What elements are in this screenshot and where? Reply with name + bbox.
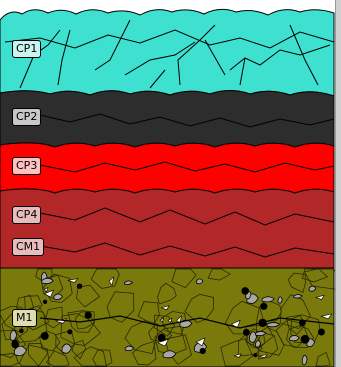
scrollbar[interactable]: [335, 0, 341, 367]
m1-inclusion-white: [108, 276, 115, 286]
m1-grain: [124, 320, 158, 355]
layer-label-cp4: CP4: [12, 206, 42, 224]
layer-label-cp2: CP2: [12, 108, 42, 126]
m1-inclusion-grey: [61, 343, 72, 354]
m1-dot: [300, 334, 310, 344]
m1-dot: [241, 287, 249, 295]
m1-inclusion-grey: [261, 296, 275, 303]
cp1-crack-lines: [4, 19, 335, 89]
m1-grain: [207, 268, 232, 281]
m1-grain: [259, 299, 282, 322]
m1-dot: [40, 332, 49, 340]
m1-grain: [301, 268, 329, 283]
m1-inclusion-white: [159, 317, 165, 323]
m1-inclusion-white: [258, 354, 269, 358]
m1-grain: [157, 282, 177, 305]
m1-inclusion-white: [43, 286, 49, 293]
cp3-seam-line: [39, 161, 335, 173]
m1-inclusion-grey: [266, 322, 281, 328]
m1-grain: [315, 351, 331, 367]
m1-dot: [67, 329, 73, 335]
m1-grain: [39, 330, 61, 352]
m1-grain: [171, 268, 197, 289]
m1-inclusion-white: [315, 294, 325, 300]
m1-inclusion-white: [233, 353, 242, 358]
m1-inclusion-white: [320, 313, 333, 320]
m1-grain-texture: [0, 268, 340, 367]
m1-inclusion-grey: [301, 354, 308, 366]
cp4-seam-line: [39, 207, 335, 226]
m1-inclusion-grey: [41, 277, 54, 285]
m1-inclusion-grey: [196, 278, 204, 285]
m1-inclusion-white: [67, 278, 79, 283]
m1-inclusion-white: [167, 317, 173, 323]
m1-grain: [28, 343, 49, 367]
m1-dot: [84, 311, 92, 319]
m1-grain: [43, 273, 73, 304]
m1-inclusion-white: [160, 305, 170, 311]
m1-dot: [76, 283, 83, 289]
m1-grain: [164, 334, 192, 365]
m1-inclusion-grey: [249, 331, 258, 343]
m1-dot: [243, 328, 250, 336]
m1-inclusion-grey: [255, 340, 262, 348]
m1-grain: [12, 307, 48, 343]
m1-inclusion-grey: [289, 335, 300, 342]
m1-dot: [157, 333, 166, 342]
m1-grain: [90, 268, 120, 289]
m1-grain: [76, 284, 101, 308]
m1-grain: [220, 338, 254, 367]
layer-label-cp1: CP1: [12, 40, 42, 58]
layer-band-cp3: [0, 142, 335, 194]
m1-inclusion-grey: [162, 350, 177, 359]
layer-band-cp4-cm1: [0, 188, 335, 269]
m1-inclusion-grey: [308, 285, 317, 292]
m1-seam-line: [39, 315, 335, 329]
m1-inclusion-grey: [124, 345, 135, 352]
m1-grain: [285, 314, 305, 335]
layer-band-cp1: [0, 8, 335, 97]
m1-dot: [253, 352, 258, 358]
m1-inclusion-grey: [9, 330, 18, 341]
cm1-seam-line: [39, 242, 335, 258]
m1-dot: [42, 299, 48, 304]
m1-dot: [317, 328, 325, 336]
layer-label-cp3: CP3: [12, 157, 42, 175]
m1-dot: [19, 328, 24, 334]
m1-inclusion-grey: [53, 293, 63, 300]
m1-grain: [286, 325, 315, 348]
m1-dot: [260, 302, 268, 310]
m1-grain: [153, 314, 176, 337]
m1-grain: [73, 346, 107, 367]
m1-dot: [11, 340, 19, 349]
layer-label-cm1: CM1: [12, 238, 45, 256]
m1-dot: [199, 347, 206, 355]
m1-inclusion-grey: [293, 294, 303, 299]
m1-grain: [287, 272, 306, 293]
m1-grain: [161, 311, 187, 335]
m1-grain: [106, 291, 135, 323]
m1-inclusion-grey: [255, 330, 267, 337]
m1-grain: [45, 350, 70, 367]
m1-inclusion-white: [195, 337, 206, 347]
m1-inclusion-white: [43, 289, 55, 298]
m1-grain: [18, 344, 50, 367]
m1-grain: [0, 305, 30, 333]
m1-grain: [132, 340, 157, 366]
m1-grain: [279, 294, 311, 329]
m1-grain: [184, 293, 215, 324]
layer-label-m1: M1: [12, 309, 37, 327]
m1-grain: [24, 295, 43, 314]
m1-inclusion-grey: [277, 296, 283, 304]
m1-grain: [60, 313, 101, 346]
m1-grain: [44, 306, 63, 329]
m1-grain: [71, 339, 87, 360]
m1-grain: [67, 310, 95, 333]
cp2-seam-line: [39, 113, 335, 128]
m1-inclusion-grey: [124, 280, 133, 285]
